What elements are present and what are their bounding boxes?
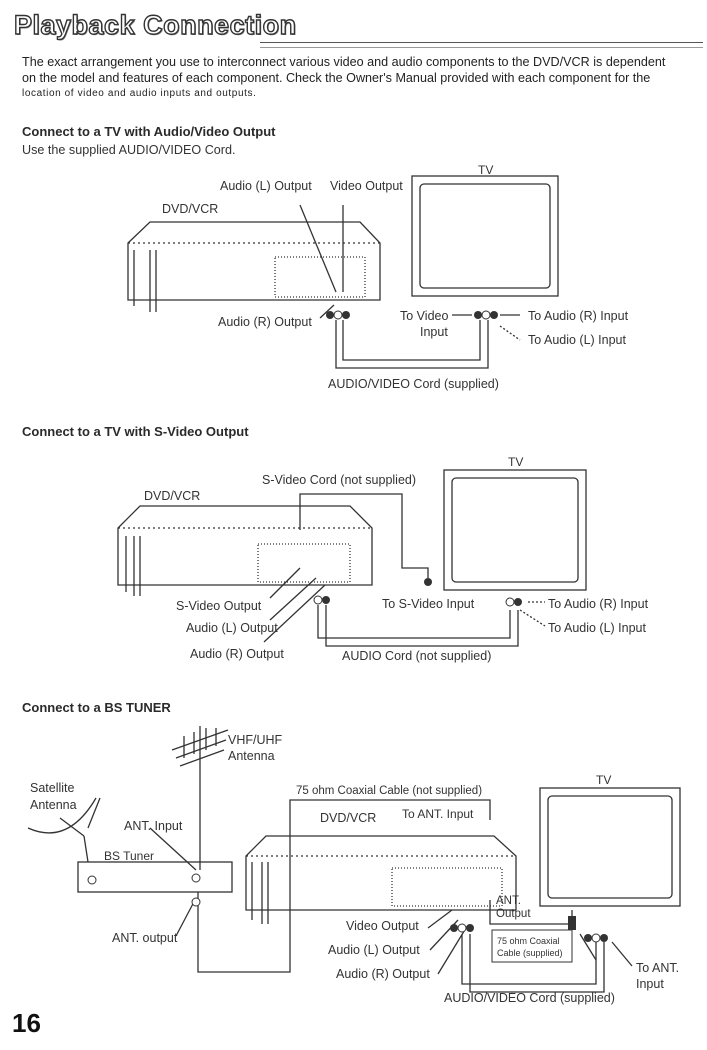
- label-audio-l-output: Audio (L) Output: [220, 179, 312, 193]
- plug-audio-l-3: [457, 923, 467, 933]
- plug-audio-r: [342, 311, 350, 319]
- tv-unit: [411, 175, 559, 297]
- tv-plug-audio-l-2: [514, 598, 522, 606]
- svideo-plug: [424, 578, 432, 586]
- label-audio-r-output: Audio (R) Output: [218, 315, 312, 329]
- section1-heading: Connect to a TV with Audio/Video Output: [22, 124, 276, 139]
- tv-unit-3: [539, 787, 681, 907]
- intro-line-1: The exact arrangement you use to interco…: [22, 55, 666, 69]
- plug-audio-r-2: [322, 596, 330, 604]
- label-to-video-1: To Video: [400, 309, 448, 323]
- tv-plug-video: [474, 311, 482, 319]
- label-svideo-cord: S-Video Cord (not supplied): [262, 473, 416, 487]
- bs-tuner-unit: [77, 861, 233, 893]
- label-to-ant-tv-2: Input: [636, 977, 664, 991]
- label-tv-2: TV: [508, 455, 523, 469]
- label-audio-cord: AUDIO Cord (not supplied): [342, 649, 491, 663]
- label-svideo-output: S-Video Output: [176, 599, 262, 613]
- label-tv: TV: [478, 163, 493, 177]
- intro-line-2: on the model and features of each compon…: [22, 71, 651, 85]
- label-ant-input: ANT. Input: [124, 819, 183, 833]
- diagram-bs-tuner-connection: VHF/UHF Antenna Satellite Antenna ANT. I…: [27, 726, 681, 1005]
- label-satellite-antenna: Antenna: [30, 798, 77, 812]
- tuner-left-jack: [87, 875, 97, 885]
- plug-audio-l: [333, 310, 343, 320]
- label-coax-supplied-2: Cable (supplied): [497, 948, 563, 958]
- label-dvdvcr-3: DVD/VCR: [320, 811, 376, 825]
- label-to-audio-l: To Audio (L) Input: [528, 333, 627, 347]
- label-to-video-2: Input: [420, 325, 448, 339]
- tv-plug-3: [600, 934, 608, 942]
- label-audio-l-output-2: Audio (L) Output: [186, 621, 278, 635]
- label-to-svideo: To S-Video Input: [382, 597, 475, 611]
- label-audio-r-output-2: Audio (R) Output: [190, 647, 284, 661]
- label-dvdvcr-2: DVD/VCR: [144, 489, 200, 503]
- label-ant-out-1: ANT.: [496, 895, 521, 907]
- label-antenna: Antenna: [228, 749, 275, 763]
- vhf-uhf-antenna-icon: [171, 726, 229, 780]
- label-ant-out-2: Output: [496, 908, 531, 920]
- diagram-av-connection: TV Audio (L) Output Video Output DVD/VCR…: [127, 163, 629, 391]
- label-vhf-uhf: VHF/UHF: [228, 733, 283, 747]
- label-av-cord-3: AUDIO/VIDEO Cord (supplied): [444, 991, 615, 1005]
- label-to-ant-tv-1: To ANT.: [636, 961, 679, 975]
- label-satellite: Satellite: [30, 781, 75, 795]
- label-to-ant-input: To ANT. Input: [402, 807, 474, 821]
- plug-audio-r-3: [466, 924, 474, 932]
- section2-heading: Connect to a TV with S-Video Output: [22, 424, 249, 439]
- plug-audio-l-2: [313, 595, 323, 605]
- label-audio-r-output-3: Audio (R) Output: [336, 967, 430, 981]
- label-dvdvcr: DVD/VCR: [162, 202, 218, 216]
- intro-paragraph: The exact arrangement you use to interco…: [22, 54, 694, 102]
- section1-subtext: Use the supplied AUDIO/VIDEO Cord.: [22, 143, 236, 157]
- label-av-cord: AUDIO/VIDEO Cord (supplied): [328, 377, 499, 391]
- intro-line-3: location of video and audio inputs and o…: [22, 88, 257, 99]
- label-coax-cable: 75 ohm Coaxial Cable (not supplied): [296, 785, 482, 797]
- label-to-audio-l-2: To Audio (L) Input: [548, 621, 647, 635]
- label-tv-3: TV: [596, 773, 611, 787]
- tv-plug-audio-l: [490, 311, 498, 319]
- tv-plug-audio-r: [481, 310, 491, 320]
- label-audio-l-output-3: Audio (L) Output: [328, 943, 420, 957]
- page-title: Playback Connection: [13, 9, 297, 40]
- plug-video: [326, 311, 334, 319]
- label-to-audio-r-2: To Audio (R) Input: [548, 597, 649, 611]
- plug-video-3: [450, 924, 458, 932]
- label-video-output: Video Output: [330, 179, 403, 193]
- label-bs-tuner: BS Tuner: [104, 849, 154, 863]
- dvdvcr-unit-3: [245, 835, 517, 911]
- tv-plug-1: [584, 934, 592, 942]
- tv-plug-audio-r-2: [505, 597, 515, 607]
- label-ant-output: ANT. output: [112, 931, 178, 945]
- title-rule: [260, 42, 703, 48]
- tuner-ant-output-jack: [191, 897, 201, 907]
- satellite-dish-icon: [27, 797, 97, 863]
- label-video-output-3: Video Output: [346, 919, 419, 933]
- label-to-audio-r: To Audio (R) Input: [528, 309, 629, 323]
- dvdvcr-unit: [127, 221, 381, 301]
- tv-unit-2: [443, 469, 587, 591]
- page-number: 16: [12, 1008, 41, 1038]
- coax-plug: [568, 916, 576, 930]
- tuner-ant-input-jack: [191, 873, 201, 883]
- tv-plug-2: [591, 933, 601, 943]
- diagram-svideo-connection: TV S-Video Cord (not supplied) DVD/VCR S…: [117, 455, 649, 663]
- section3-heading: Connect to a BS TUNER: [22, 700, 171, 715]
- dvdvcr-unit-2: [117, 505, 373, 586]
- label-coax-supplied-1: 75 ohm Coaxial: [497, 936, 560, 946]
